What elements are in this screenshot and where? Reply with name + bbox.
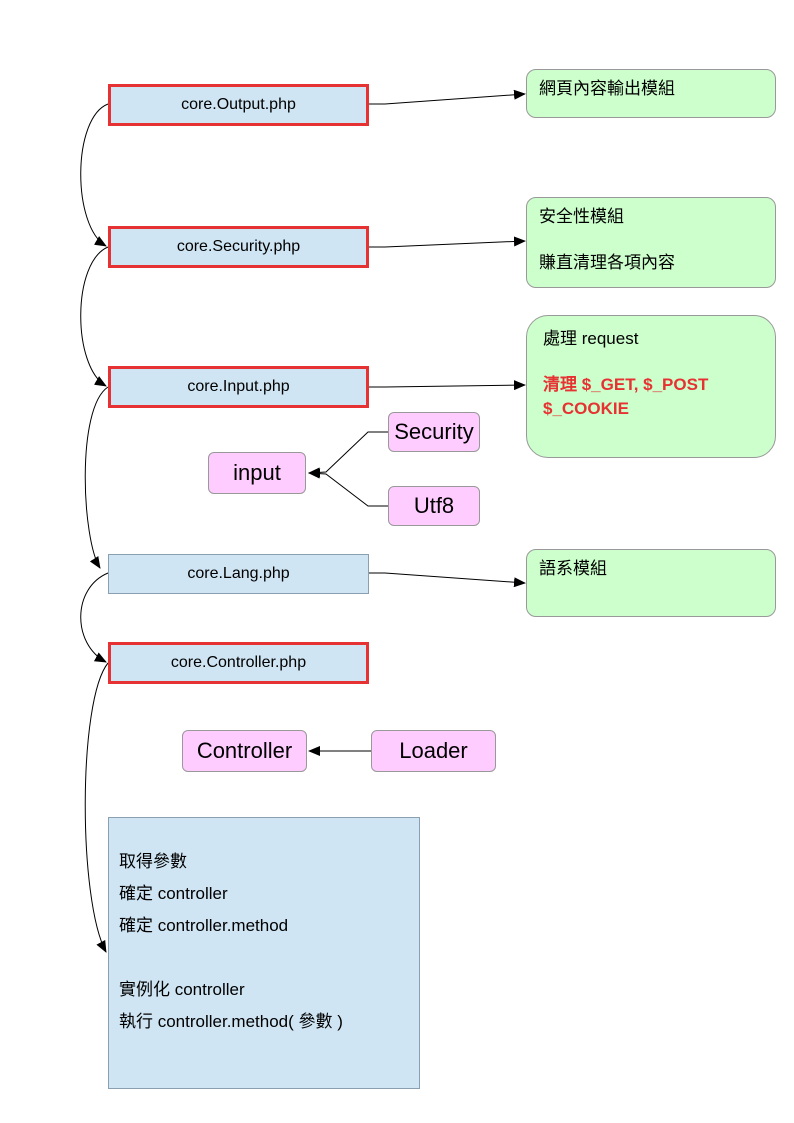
class-security-label: Security <box>394 419 474 444</box>
core-input-label: core.Input.php <box>187 378 290 395</box>
arrow-security-to-note <box>368 236 526 248</box>
core-output-box: core.Output.php <box>108 84 369 126</box>
note-lang: 語系模組 <box>526 549 776 617</box>
class-utf8-label: Utf8 <box>413 493 455 518</box>
core-lang-label: core.Lang.php <box>187 565 290 582</box>
step-line-1: 取得參數 <box>119 852 187 871</box>
note-security-line-1: 安全性模組 <box>539 207 624 226</box>
core-output-label: core.Output.php <box>181 96 296 113</box>
flow-security-to-input <box>80 246 109 387</box>
step-line-3: 確定 controller.method <box>119 916 289 935</box>
core-controller-box: core.Controller.php <box>108 642 369 684</box>
step-line-5: 執行 controller.method( 參數 ) <box>119 1012 343 1031</box>
flow-output-to-security <box>80 103 109 247</box>
step-gap <box>119 942 409 974</box>
arrow-lang-to-note <box>368 572 526 588</box>
core-controller-label: core.Controller.php <box>170 654 307 671</box>
note-security-line-2: 賺直清理各項內容 <box>539 253 675 272</box>
arrow-output-to-note <box>368 89 526 105</box>
note-output: 網頁內容輸出模組 <box>526 69 776 118</box>
step-line-4: 實例化 controller <box>119 980 245 999</box>
edge-security-to-input <box>308 431 388 478</box>
arrow-input-to-note <box>368 380 526 391</box>
flow-lang-to-controller <box>80 572 109 663</box>
class-security: Security <box>388 412 480 452</box>
flow-input-to-lang <box>84 386 109 569</box>
controller-steps-box: 取得參數 確定 controller 確定 controller.method … <box>108 817 420 1089</box>
core-input-box: core.Input.php <box>108 366 369 408</box>
note-input-title: 處理 request <box>543 329 639 348</box>
core-security-box: core.Security.php <box>108 226 369 268</box>
step-line-2: 確定 controller <box>119 884 228 903</box>
note-input-highlight-1: 清理 $_GET, $_POST <box>543 375 709 394</box>
note-input: 處理 request 清理 $_GET, $_POST $_COOKIE <box>526 315 776 458</box>
core-lang-box: core.Lang.php <box>108 554 369 594</box>
note-input-highlight-2: $_COOKIE <box>543 399 629 418</box>
note-output-line: 網頁內容輸出模組 <box>539 79 675 98</box>
class-input-label: input <box>233 460 281 485</box>
class-controller: Controller <box>182 730 307 772</box>
note-security: 安全性模組 賺直清理各項內容 <box>526 197 776 288</box>
flow-controller-to-steps <box>84 662 109 953</box>
class-loader-label: Loader <box>399 738 468 763</box>
class-input: input <box>208 452 306 494</box>
class-loader: Loader <box>371 730 496 772</box>
class-utf8: Utf8 <box>388 486 480 526</box>
note-lang-line: 語系模組 <box>539 559 607 578</box>
edge-utf8-to-input <box>308 468 388 507</box>
core-security-label: core.Security.php <box>176 238 301 255</box>
class-controller-label: Controller <box>196 738 293 763</box>
